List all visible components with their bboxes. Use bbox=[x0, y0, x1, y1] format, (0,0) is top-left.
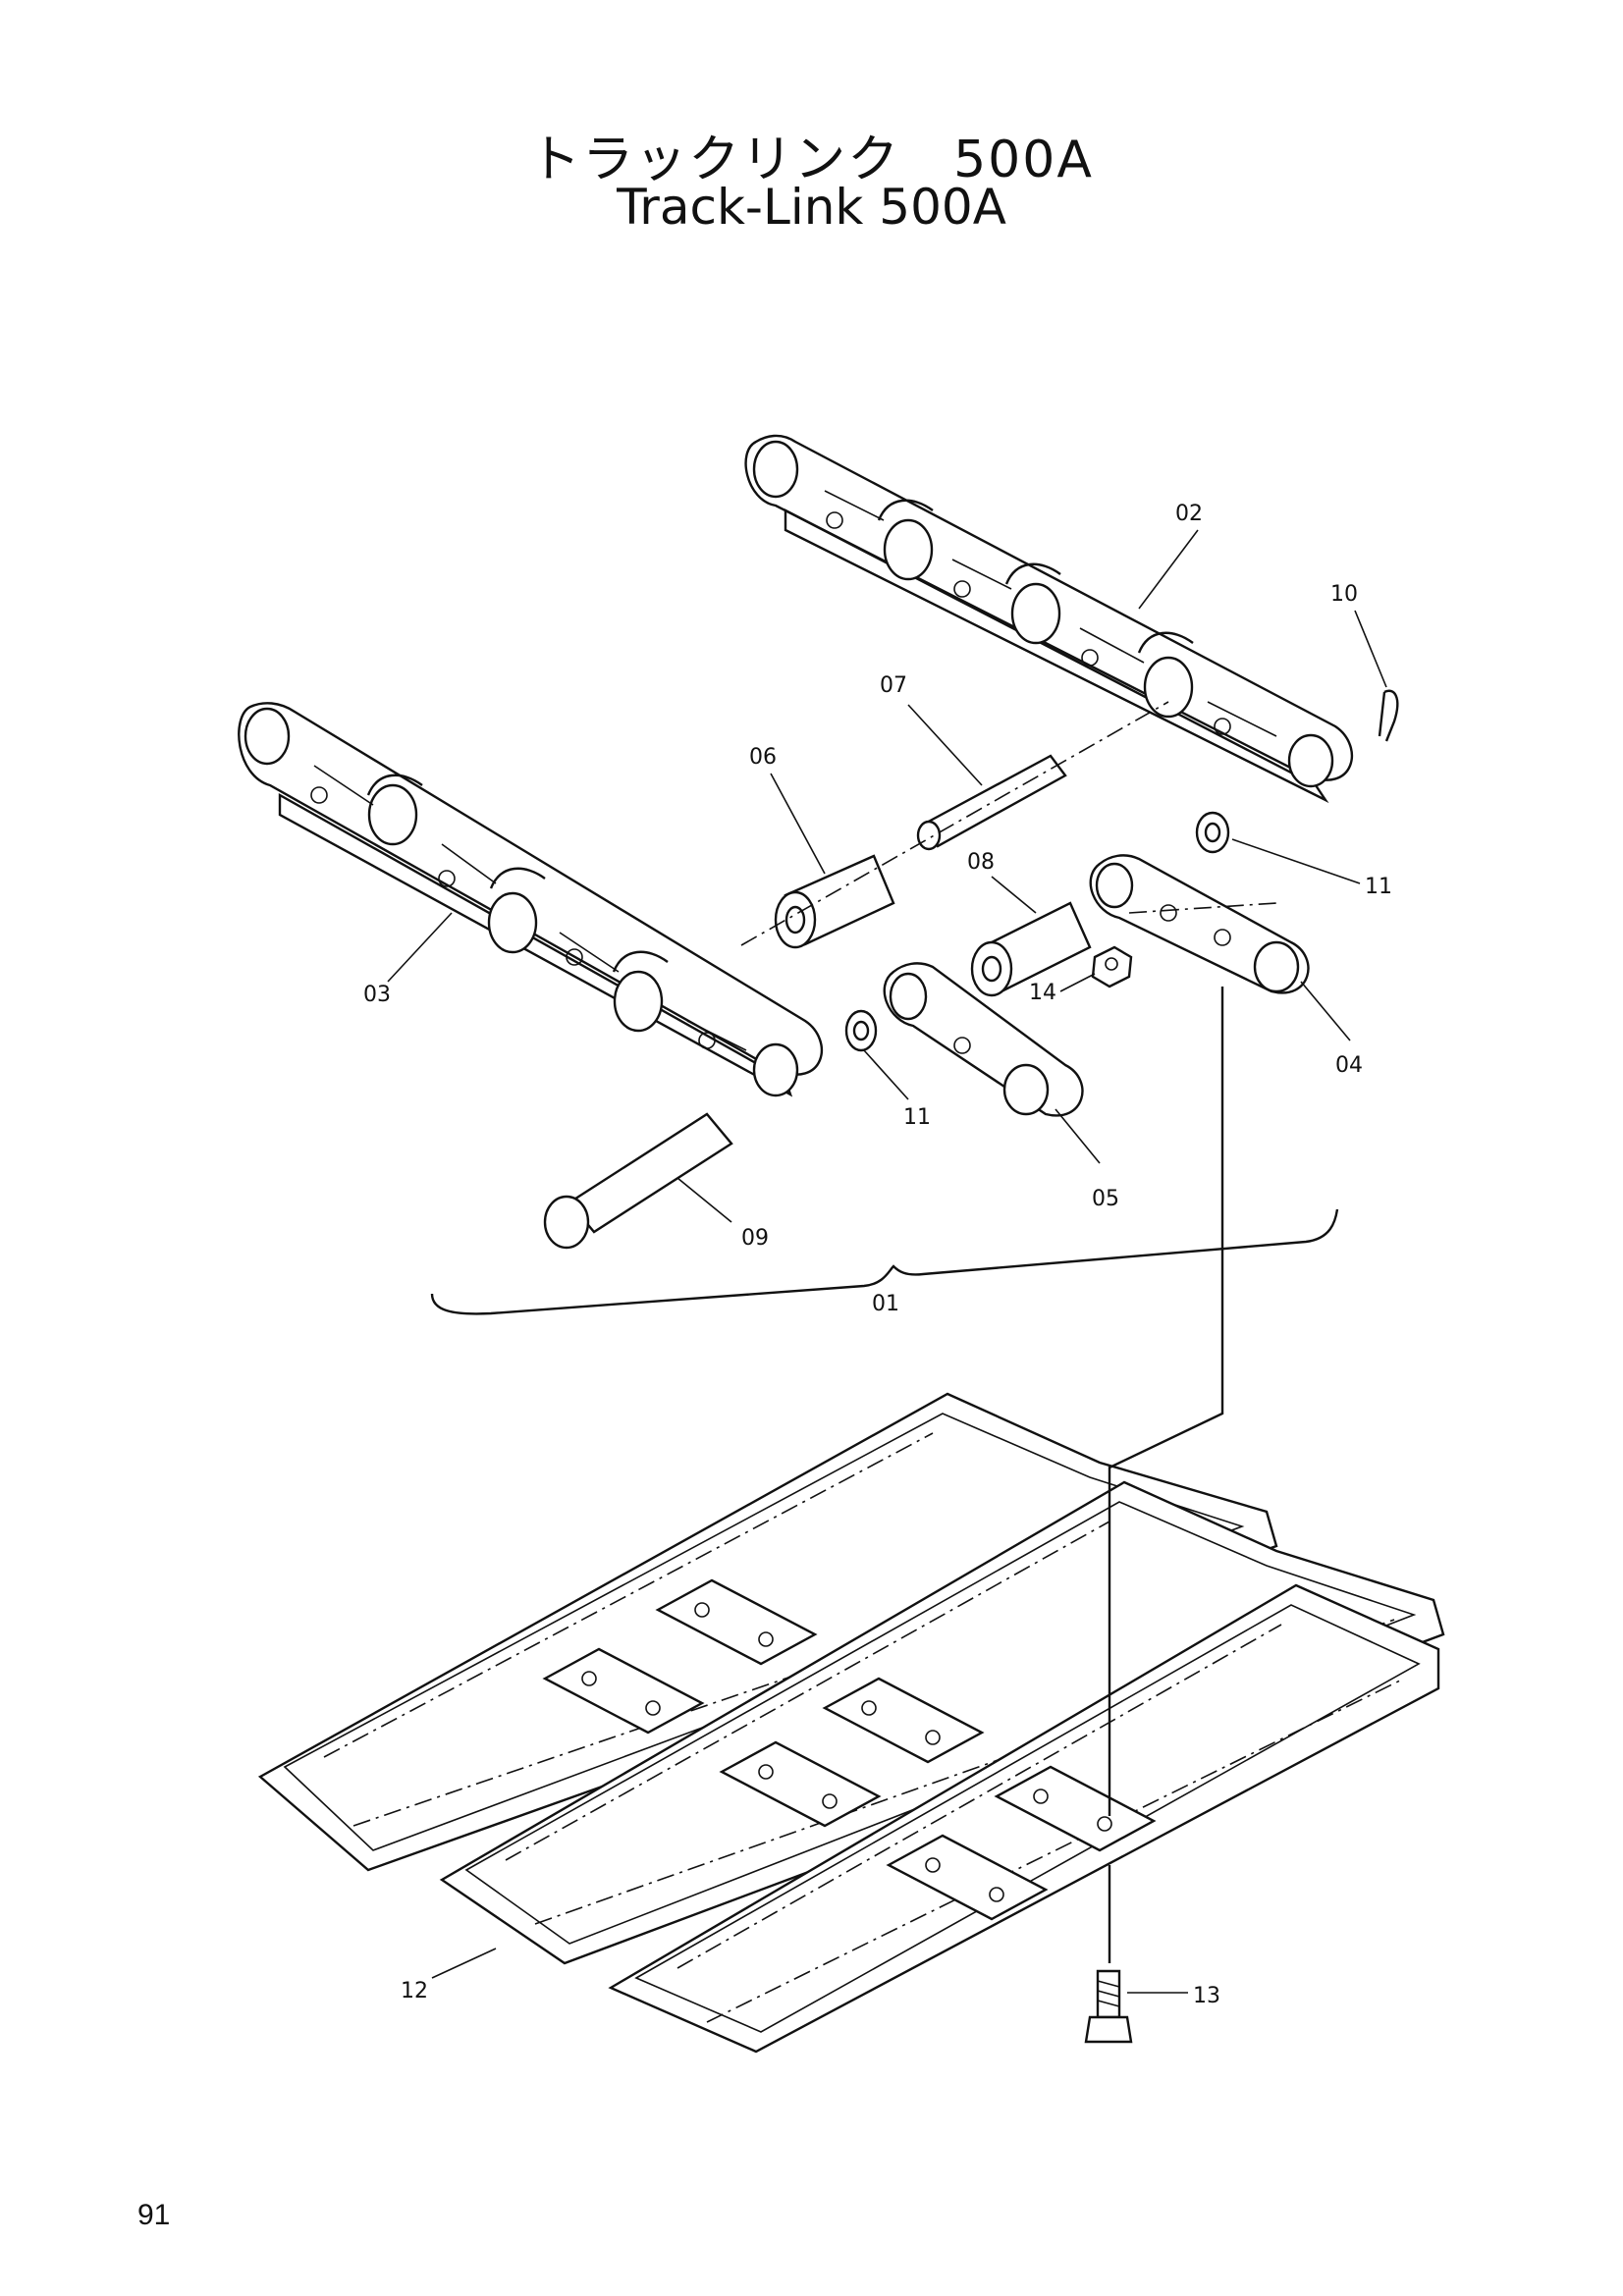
link-04 bbox=[1089, 854, 1310, 994]
leader-03 bbox=[387, 912, 453, 983]
callout-12: 12 bbox=[401, 1979, 428, 2003]
guide-line-bushing bbox=[740, 701, 1169, 946]
callout-05: 05 bbox=[1092, 1187, 1119, 1211]
leader-09 bbox=[676, 1177, 732, 1223]
callout-10: 10 bbox=[1330, 582, 1358, 607]
bolt-13 bbox=[1084, 1969, 1133, 2044]
track-link-chain-left bbox=[238, 702, 823, 1097]
leader-07 bbox=[907, 704, 983, 786]
leader-02 bbox=[1138, 529, 1199, 610]
nut-14 bbox=[1091, 945, 1133, 988]
leader-12 bbox=[431, 1948, 497, 1979]
guide-line-bolt bbox=[1108, 987, 1224, 1963]
track-shoe-front bbox=[608, 1583, 1440, 2054]
washer-11-right bbox=[1195, 811, 1230, 854]
track-link-chain-right bbox=[744, 434, 1353, 804]
leader-11-left bbox=[863, 1049, 909, 1100]
leader-14 bbox=[1059, 973, 1096, 992]
callout-11-left: 11 bbox=[903, 1105, 931, 1130]
bushing-06 bbox=[774, 854, 895, 949]
guide-line-link bbox=[1128, 902, 1277, 914]
callout-01: 01 bbox=[872, 1292, 899, 1316]
callout-11-right: 11 bbox=[1365, 875, 1392, 899]
callout-07: 07 bbox=[880, 673, 907, 698]
callout-06: 06 bbox=[749, 745, 777, 770]
callout-08: 08 bbox=[967, 850, 995, 875]
title-english: Track-Link 500A bbox=[617, 179, 1006, 236]
page-number: 91 bbox=[137, 2199, 171, 2231]
washer-11-left bbox=[844, 1009, 878, 1052]
pin-07 bbox=[916, 754, 1067, 851]
callout-13: 13 bbox=[1193, 1984, 1220, 2008]
leader-04 bbox=[1300, 981, 1351, 1041]
callout-03: 03 bbox=[363, 983, 391, 1007]
cotter-pin-10 bbox=[1378, 689, 1399, 742]
callout-02: 02 bbox=[1175, 502, 1203, 526]
link-05 bbox=[883, 962, 1084, 1117]
callout-09: 09 bbox=[741, 1226, 769, 1251]
pin-09 bbox=[543, 1112, 733, 1250]
leader-06 bbox=[770, 773, 826, 875]
title-japanese: トラックリンク 500A bbox=[529, 131, 1094, 189]
shoe-plates bbox=[542, 1578, 1157, 1921]
bushing-08 bbox=[970, 901, 1092, 997]
callout-14: 14 bbox=[1029, 981, 1056, 1005]
leader-10 bbox=[1354, 610, 1387, 688]
leader-11-right bbox=[1231, 838, 1361, 884]
leader-05 bbox=[1055, 1108, 1101, 1164]
callout-04: 04 bbox=[1335, 1053, 1363, 1078]
leader-08 bbox=[991, 876, 1037, 914]
assembly-brace bbox=[430, 1208, 1339, 1315]
